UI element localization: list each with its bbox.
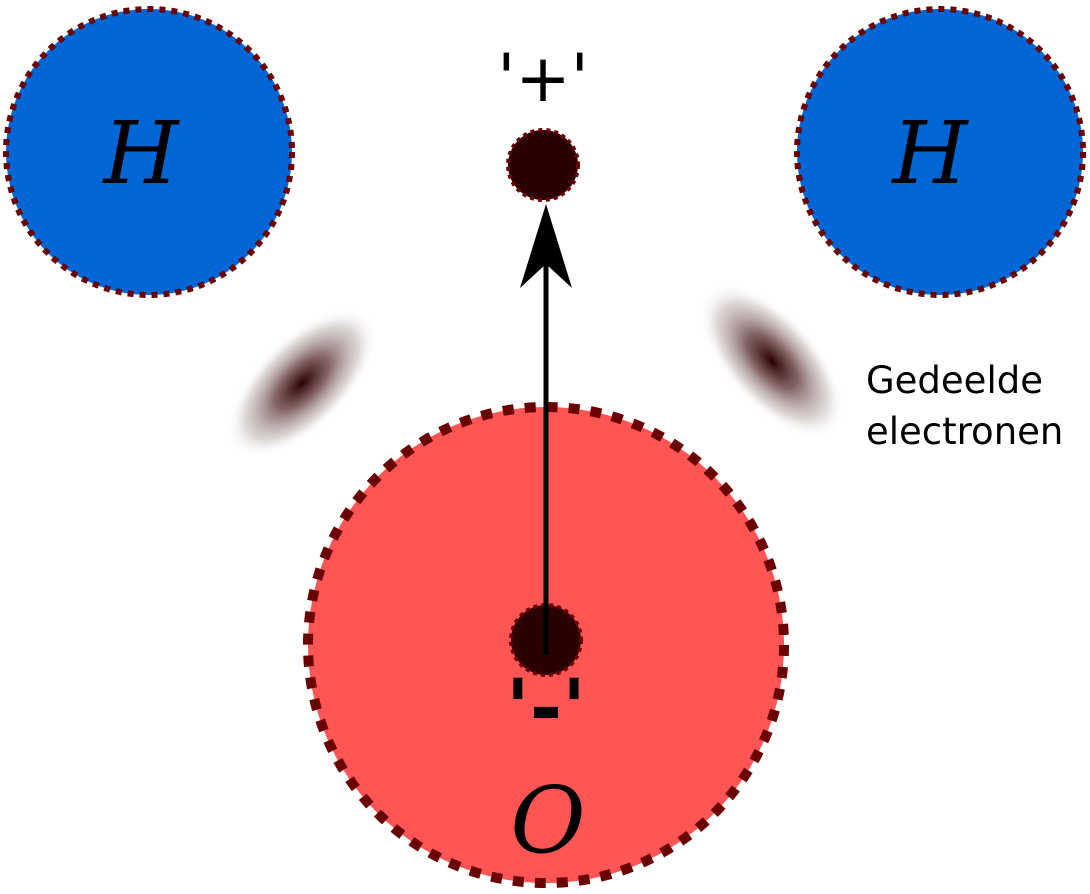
negative-charge-center: '-' <box>506 603 586 754</box>
hydrogen-atom-left: H <box>3 6 295 298</box>
positive-charge-label: '+' <box>497 40 589 117</box>
annotation-line-1: Gedeelde <box>866 359 1043 402</box>
oxygen-label: O <box>510 767 585 874</box>
shared-electrons-annotation: Gedeelde electronen <box>866 359 1063 453</box>
negative-charge-label: '-' <box>506 664 586 754</box>
positive-charge-center: '+' <box>497 40 589 202</box>
hydrogen-right-circle <box>794 6 1086 298</box>
hydrogen-left-circle <box>3 6 295 298</box>
positive-charge-dot <box>506 128 580 202</box>
hydrogen-left-label: H <box>102 104 181 204</box>
dipole-arrow <box>520 204 572 655</box>
electron-cloud-right <box>699 283 845 439</box>
dipole-arrow-head <box>520 204 572 288</box>
hydrogen-atom-right: H <box>794 6 1086 298</box>
electron-cloud-left <box>226 307 378 459</box>
hydrogen-right-label: H <box>891 104 970 204</box>
annotation-line-2: electronen <box>866 410 1063 453</box>
